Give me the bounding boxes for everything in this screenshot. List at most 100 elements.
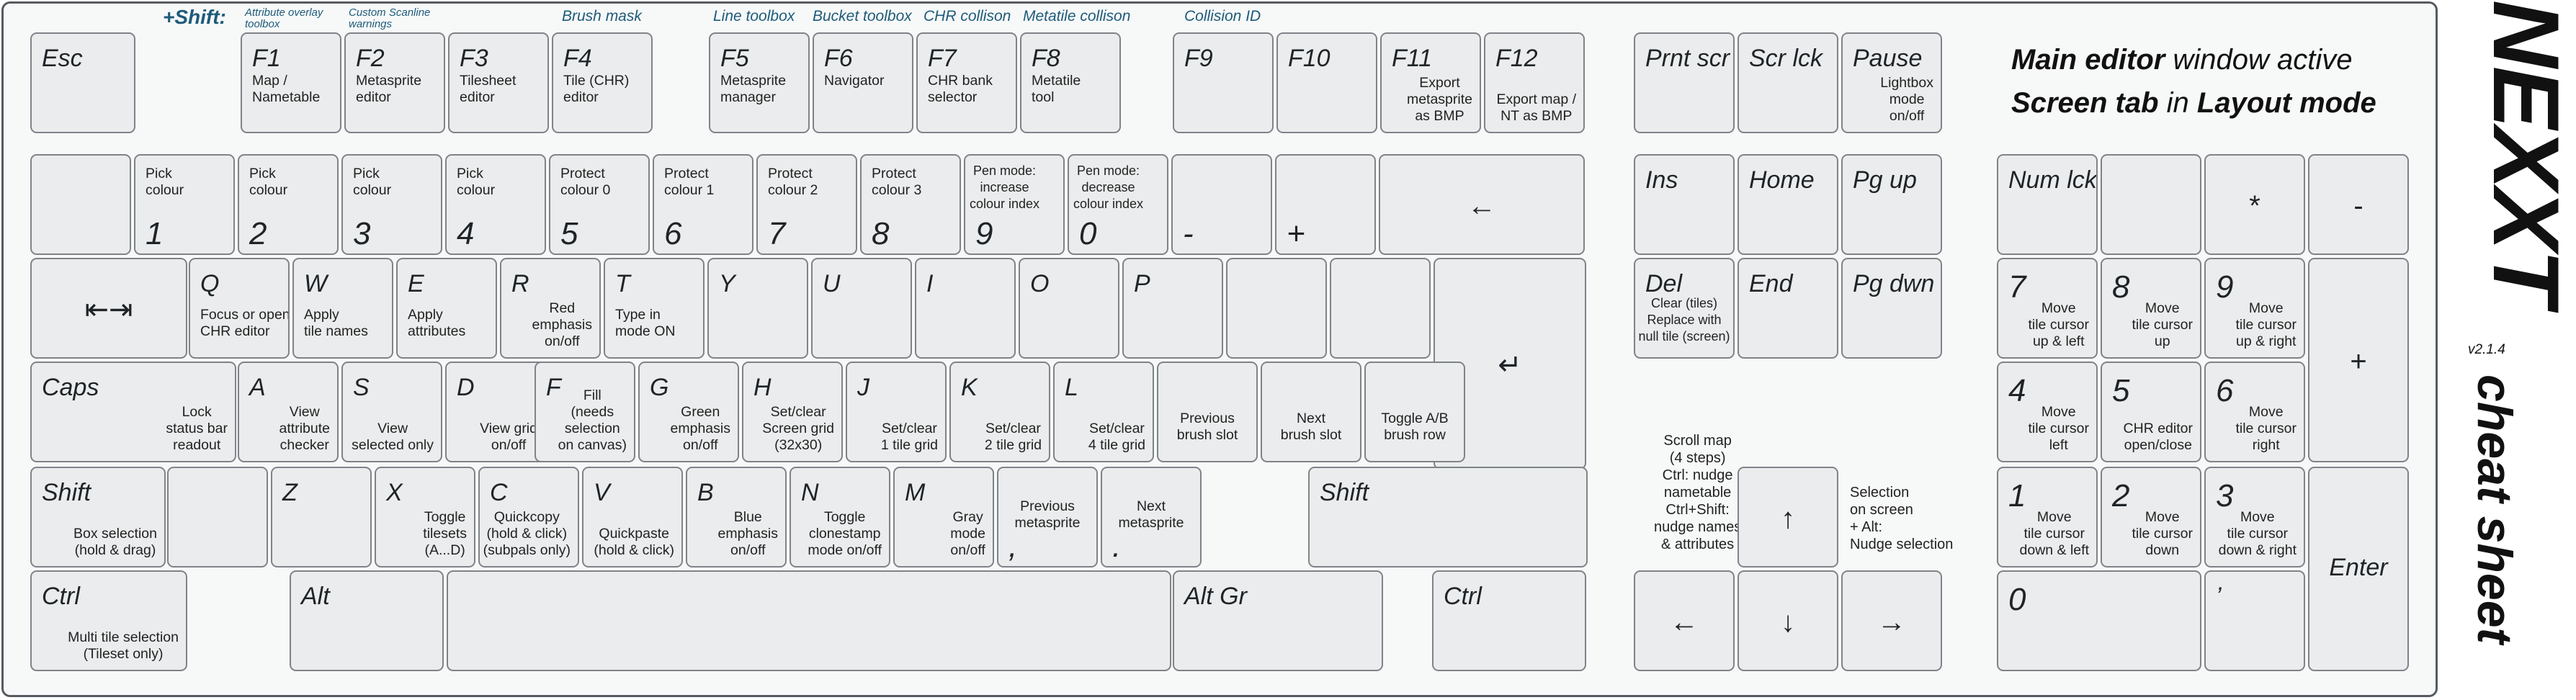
key-numlck[interactable]: Num lck	[1997, 154, 2098, 255]
key-o[interactable]: O	[1019, 258, 1119, 359]
key-u[interactable]: U	[811, 258, 912, 359]
key-left[interactable]: ←	[1634, 570, 1735, 671]
key-altgr[interactable]: Alt Gr	[1173, 570, 1383, 671]
key-up[interactable]: ↑	[1738, 467, 1838, 567]
key-iso[interactable]	[167, 467, 268, 567]
key-backtick[interactable]	[30, 154, 131, 255]
key-pgup[interactable]: Pg up	[1841, 154, 1942, 255]
key-f10[interactable]: F10	[1276, 32, 1377, 133]
key-alt[interactable]: Alt	[290, 570, 444, 671]
key-y[interactable]: Y	[707, 258, 808, 359]
key-space[interactable]	[447, 570, 1171, 671]
key-hash[interactable]: Toggle A/B brush row	[1364, 362, 1465, 462]
key-backspace[interactable]: ←	[1379, 154, 1585, 255]
key-plus[interactable]: +	[1275, 154, 1376, 255]
key-down[interactable]: ↓	[1738, 570, 1838, 671]
key-tab[interactable]: ⇤⇥	[30, 258, 187, 359]
key-ins[interactable]: Ins	[1634, 154, 1735, 255]
key-rbracket[interactable]	[1330, 258, 1431, 359]
key-home[interactable]: Home	[1738, 154, 1838, 255]
key-prtscr[interactable]: Prnt scr	[1634, 32, 1735, 133]
key-end[interactable]: End	[1738, 258, 1838, 359]
key-comma[interactable]: ,Previous metasprite	[997, 467, 1098, 567]
key-esc[interactable]: Esc	[30, 32, 135, 133]
key-rshift[interactable]: Shift	[1308, 467, 1588, 567]
key-minus[interactable]: -	[1171, 154, 1272, 255]
key-numplus[interactable]: +	[2308, 258, 2409, 462]
key-numstar[interactable]: *	[2204, 154, 2305, 255]
key-numslash[interactable]	[2101, 154, 2201, 255]
key-right[interactable]: →	[1841, 570, 1942, 671]
key-numdot[interactable]: ’	[2204, 570, 2305, 671]
key-f9[interactable]: F9	[1173, 32, 1274, 133]
key-z[interactable]: Z	[271, 467, 372, 567]
key-lbracket[interactable]	[1226, 258, 1327, 359]
key-rctrl[interactable]: Ctrl	[1432, 570, 1586, 671]
key-n0[interactable]: 0	[1997, 570, 2201, 671]
key-p[interactable]: P	[1122, 258, 1223, 359]
key-numenter[interactable]: Enter	[2308, 467, 2409, 671]
key-period[interactable]: .Next metasprite	[1101, 467, 1202, 567]
key-pgdn[interactable]: Pg dwn	[1841, 258, 1942, 359]
key-quote[interactable]: Next brush slot	[1261, 362, 1361, 462]
key-numminus[interactable]: -	[2308, 154, 2409, 255]
key-scrlck[interactable]: Scr lck	[1738, 32, 1838, 133]
key-semicolon[interactable]: Previous brush slot	[1157, 362, 1258, 462]
key-i[interactable]: I	[915, 258, 1016, 359]
